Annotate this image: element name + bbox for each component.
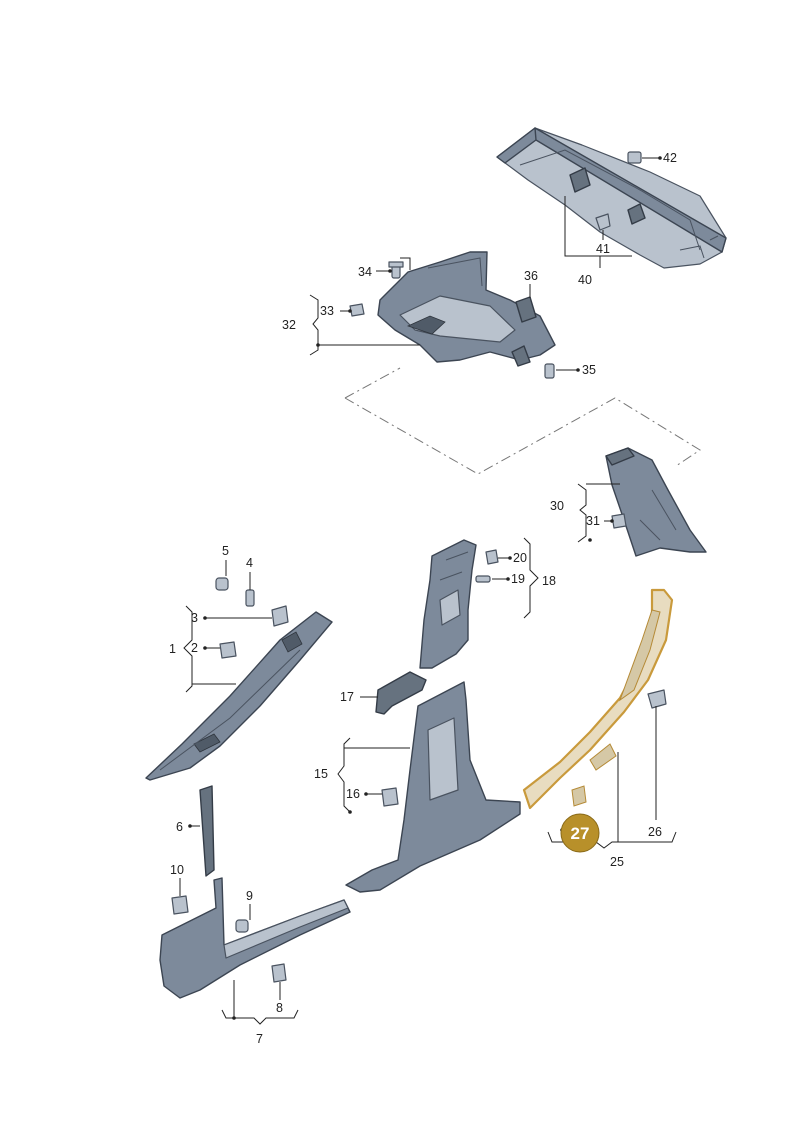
leader-lines [179, 157, 677, 1025]
label-18: 18 [542, 574, 556, 588]
label-36: 36 [524, 269, 538, 283]
label-15: 15 [314, 767, 328, 781]
b-pillar-upper-trim[interactable] [419, 539, 477, 669]
callout-labels: 42 41 40 34 36 33 32 35 30 31 20 19 18 5… [169, 151, 677, 1046]
assembly-boundary [344, 367, 701, 475]
clip-20[interactable] [485, 549, 499, 565]
clip-42[interactable] [627, 151, 642, 164]
clip-3[interactable] [271, 605, 289, 627]
clip-5[interactable] [215, 577, 229, 591]
label-31: 31 [586, 514, 600, 528]
screw-35[interactable] [544, 363, 555, 379]
label-4: 4 [246, 556, 253, 570]
rear-sill-trim-highlighted[interactable] [522, 588, 674, 810]
label-17: 17 [340, 690, 354, 704]
clip-36[interactable] [515, 296, 537, 323]
clip-41[interactable] [595, 213, 611, 231]
label-16: 16 [346, 787, 360, 801]
label-41: 41 [596, 242, 610, 256]
screw-34[interactable] [388, 261, 404, 279]
clip-8[interactable] [271, 963, 287, 983]
label-35: 35 [582, 363, 596, 377]
clip-31[interactable] [611, 513, 627, 529]
clip-10[interactable] [171, 895, 189, 915]
label-8: 8 [276, 1001, 283, 1015]
highlight-badge-27[interactable]: 27 [560, 813, 600, 853]
label-33: 33 [320, 304, 334, 318]
clip-27[interactable] [571, 785, 587, 807]
label-10: 10 [170, 863, 184, 877]
clip-19[interactable] [475, 575, 491, 583]
rear-pillar-trim[interactable] [605, 447, 707, 557]
label-2: 2 [191, 641, 198, 655]
pillar-trim-strip[interactable] [199, 785, 215, 877]
label-26: 26 [648, 825, 662, 839]
screw-4[interactable] [245, 589, 255, 607]
label-19: 19 [511, 572, 525, 586]
label-7: 7 [256, 1032, 263, 1046]
badge-label: 27 [571, 824, 590, 843]
label-34: 34 [358, 265, 372, 279]
clip-33[interactable] [349, 303, 365, 317]
label-9: 9 [246, 889, 253, 903]
b-pillar-lower-trim[interactable] [345, 681, 521, 893]
bracket-17[interactable] [375, 671, 427, 715]
a-pillar-trim[interactable] [145, 611, 333, 781]
label-25: 25 [610, 855, 624, 869]
label-6: 6 [176, 820, 183, 834]
clip-2[interactable] [219, 641, 237, 659]
label-1: 1 [169, 642, 176, 656]
upper-quarter-trim[interactable] [377, 251, 556, 367]
label-32: 32 [282, 318, 296, 332]
clip-26[interactable] [647, 689, 667, 709]
rear-trim-panel[interactable] [496, 127, 727, 269]
leader-dots [188, 156, 662, 1020]
label-20: 20 [513, 551, 527, 565]
label-3: 3 [191, 611, 198, 625]
label-30: 30 [550, 499, 564, 513]
badge-circle [560, 813, 600, 853]
screw-9[interactable] [235, 919, 249, 933]
label-5: 5 [222, 544, 229, 558]
label-42: 42 [663, 151, 677, 165]
label-40: 40 [578, 273, 592, 287]
clip-16[interactable] [381, 787, 399, 807]
front-sill-trim[interactable] [159, 877, 351, 999]
